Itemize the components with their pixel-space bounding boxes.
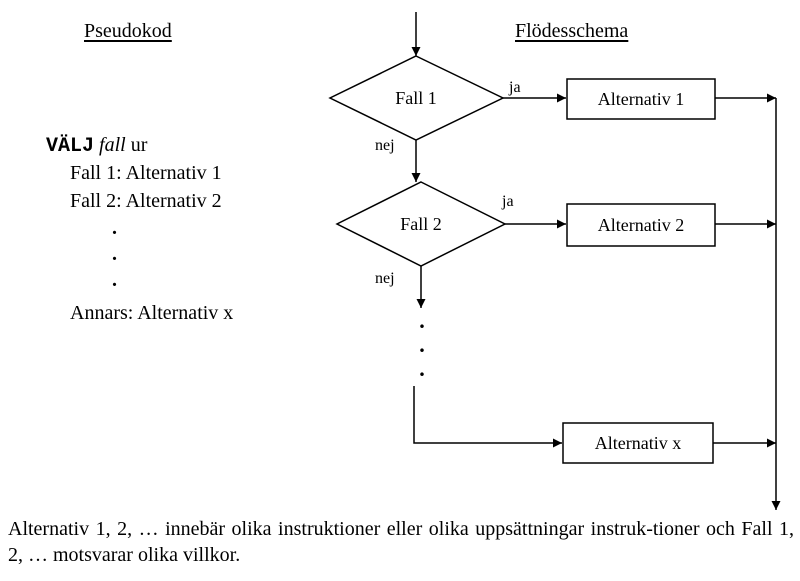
- select-variable: fall: [99, 134, 126, 156]
- flowchart-dot: .: [419, 332, 425, 357]
- no-label-2: nej: [375, 270, 395, 287]
- yes-label-2: ja: [501, 193, 514, 210]
- flowchart-dot: .: [419, 356, 425, 381]
- alternative-1-box: [566, 78, 716, 120]
- no-label-1: nej: [375, 137, 395, 154]
- yes-label-1: ja: [508, 79, 521, 96]
- alternative-1-label: Alternativ 1: [598, 89, 684, 109]
- pseudocode-case-1: Fall 1: Alternativ 1: [70, 162, 222, 184]
- alternative-2-box: [566, 203, 716, 247]
- alternative-2-label: Alternativ 2: [598, 215, 684, 235]
- pseudocode-heading: Pseudokod: [84, 20, 172, 42]
- decision-2-label: Fall 2: [400, 214, 442, 234]
- select-suffix: ur: [125, 134, 148, 156]
- flowchart-dot: .: [419, 308, 425, 333]
- pseudocode-dot: .: [112, 243, 117, 265]
- pseudocode-dot: .: [112, 269, 117, 291]
- select-keyword: VÄLJ: [46, 135, 95, 158]
- pseudocode-default-case: Annars: Alternativ x: [70, 302, 234, 324]
- default-path: [413, 386, 562, 448]
- flowchart-heading: Flödesschema: [515, 20, 629, 42]
- pseudocode-case-2: Fall 2: Alternativ 2: [70, 190, 222, 212]
- caption: Alternativ 1, 2, … innebär olika instruk…: [8, 518, 794, 566]
- pseudocode-dot: .: [112, 217, 117, 239]
- pseudocode-block: VÄLJ fall ur Fall 1: Alternativ 1 Fall 2…: [46, 131, 233, 327]
- select-statement: VÄLJ fall ur: [46, 131, 233, 159]
- decision-1-label: Fall 1: [395, 88, 437, 108]
- alternative-x-label: Alternativ x: [595, 433, 681, 453]
